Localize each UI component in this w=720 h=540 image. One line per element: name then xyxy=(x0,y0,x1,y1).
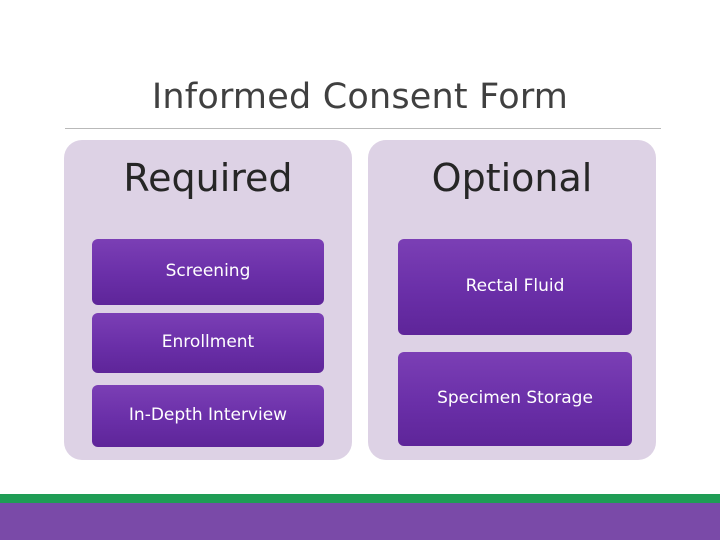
footer-band-purple xyxy=(0,503,720,540)
required-item-screening[interactable]: Screening xyxy=(92,239,324,305)
optional-item-specimen-storage[interactable]: Specimen Storage xyxy=(398,352,632,446)
optional-item-rectal-fluid[interactable]: Rectal Fluid xyxy=(398,239,632,335)
title-divider xyxy=(65,128,661,129)
footer-accent-green xyxy=(0,494,720,503)
required-item-in-depth-interview[interactable]: In-Depth Interview xyxy=(92,385,324,447)
optional-heading: Optional xyxy=(431,156,593,200)
page-title: Informed Consent Form xyxy=(151,77,569,117)
required-heading: Required xyxy=(123,156,293,200)
required-item-enrollment[interactable]: Enrollment xyxy=(92,313,324,373)
